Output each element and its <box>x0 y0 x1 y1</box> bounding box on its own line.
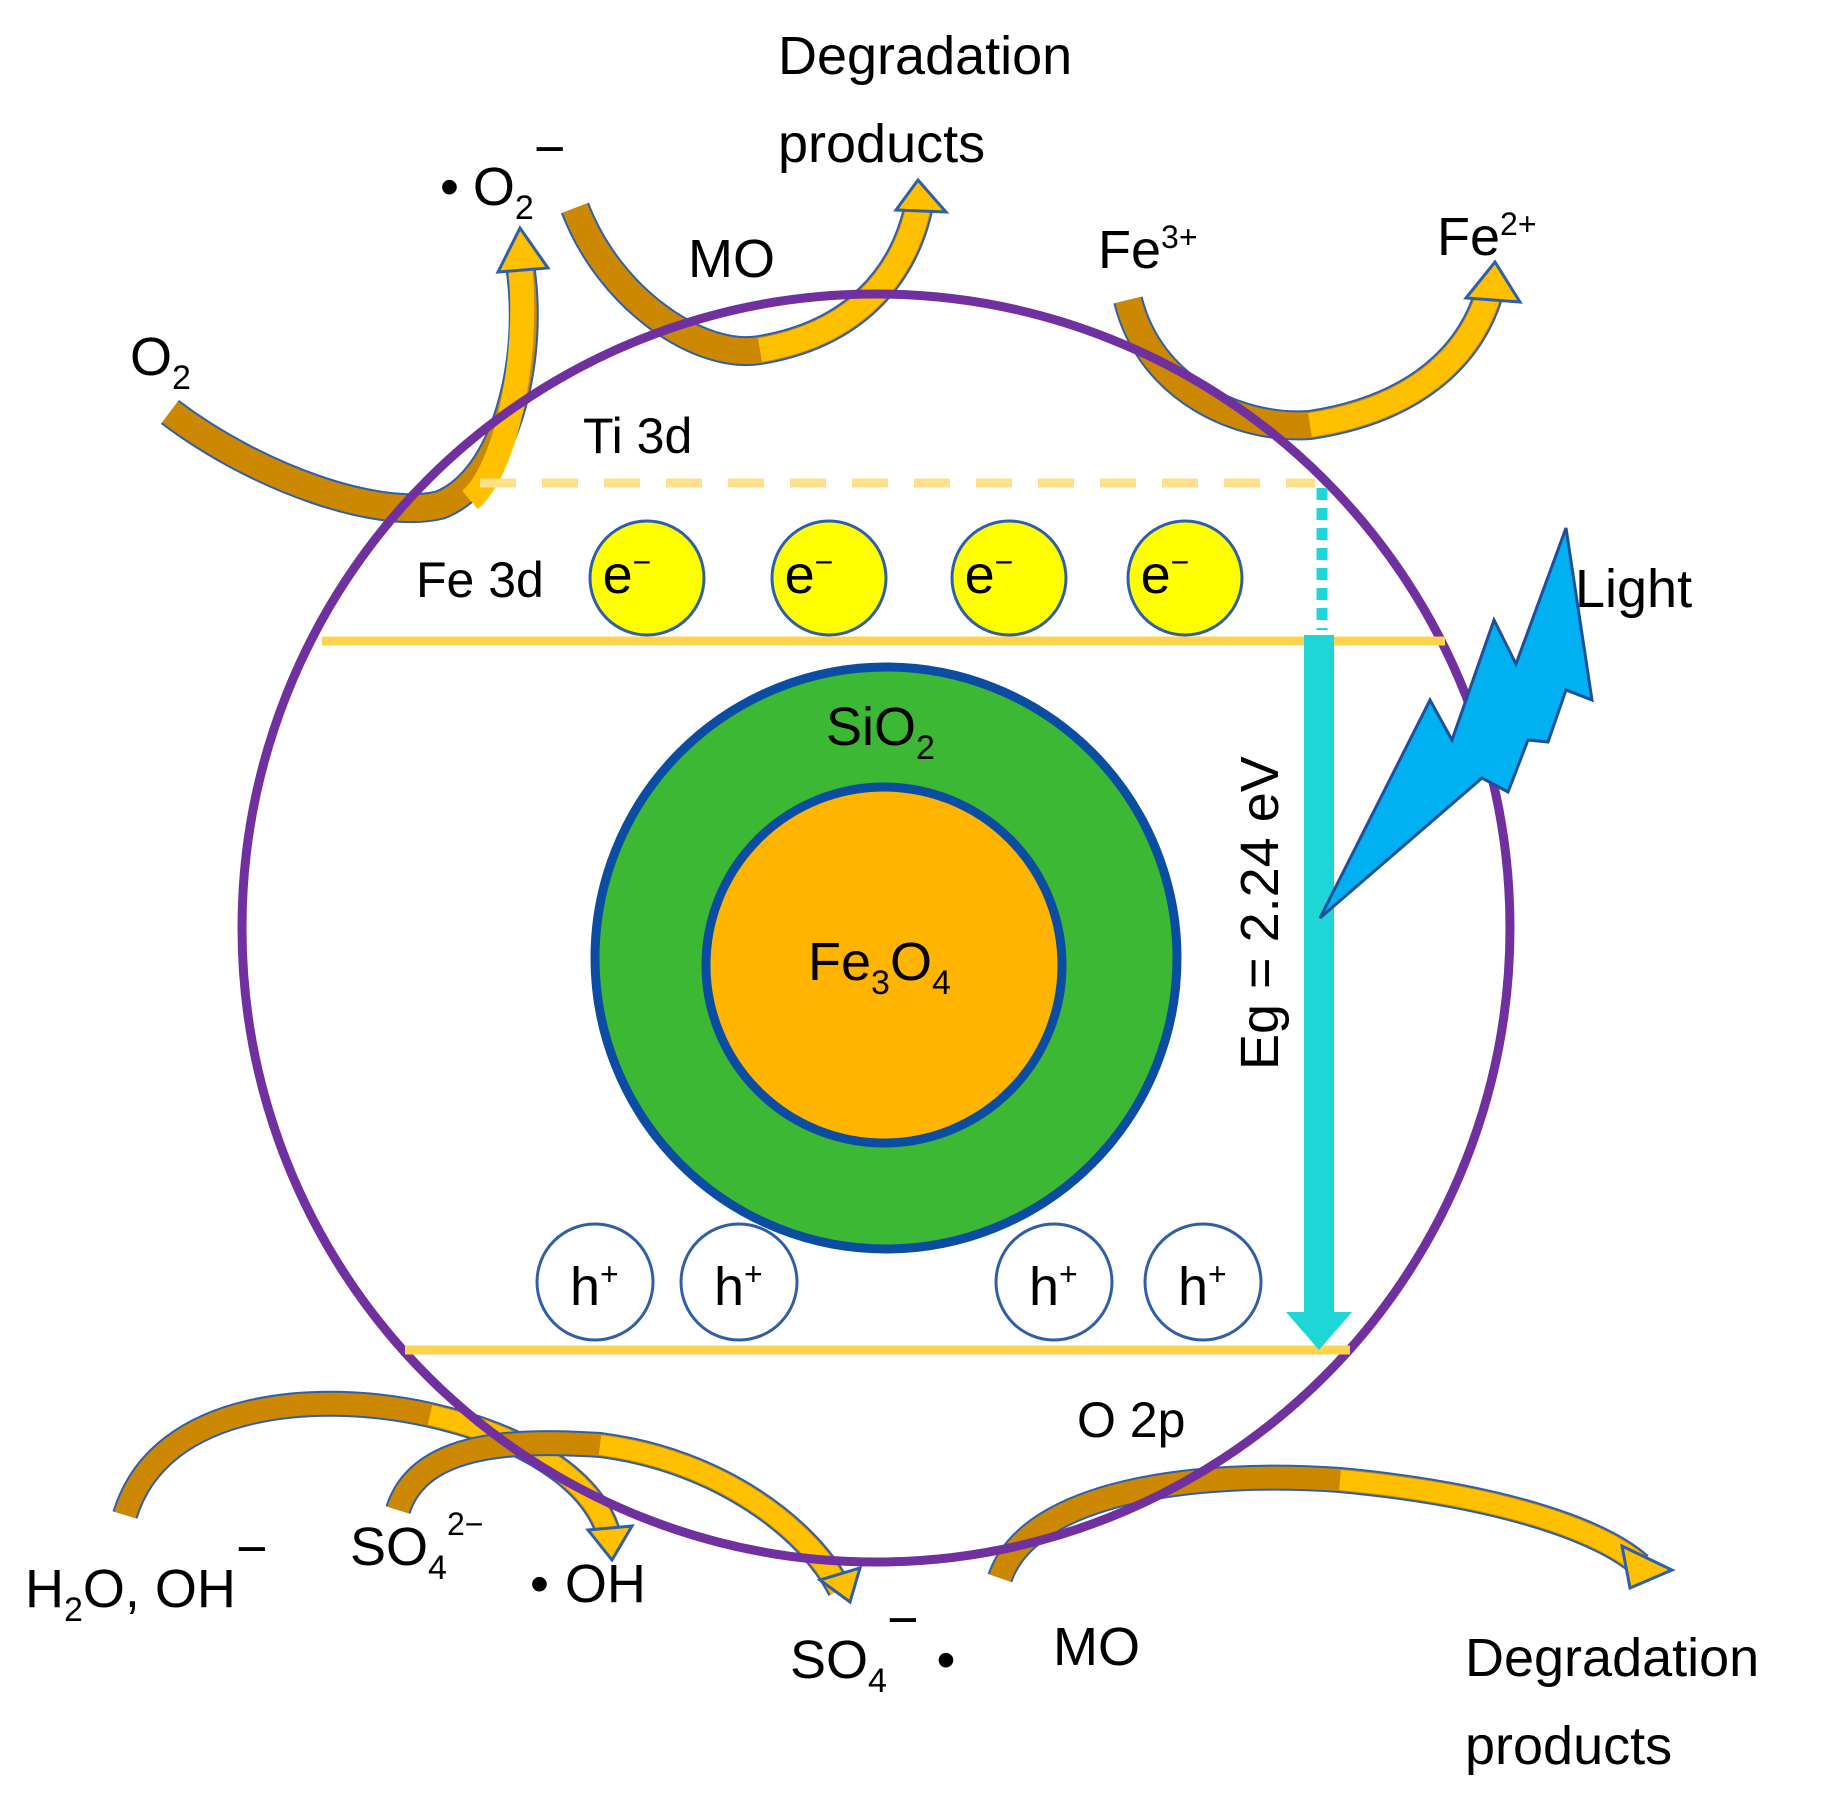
degradation-top-line1: Degradation <box>778 26 1072 86</box>
hole-3-label: h <box>1029 1257 1059 1317</box>
svg-text:SO4−•: SO4−• <box>790 1590 955 1700</box>
svg-text:SiO2: SiO2 <box>826 697 935 767</box>
svg-text:H2O, OH−: H2O, OH− <box>25 1519 267 1629</box>
fe3-label: Fe <box>1098 220 1161 280</box>
hole-2-label: h <box>714 1257 744 1317</box>
degradation-bottom-line1: Degradation <box>1465 1628 1759 1688</box>
electron-1 <box>588 519 706 637</box>
svg-text:e−: e− <box>785 544 834 605</box>
superoxide-label: O <box>473 157 515 217</box>
svg-text:•O2−: •O2− <box>440 119 565 227</box>
o2-label: O <box>130 327 172 387</box>
light-label: Light <box>1575 559 1692 619</box>
svg-text:h+: h+ <box>1178 1256 1227 1317</box>
light-bolt-icon <box>1318 527 1594 920</box>
fe3o4-core <box>701 782 1067 1148</box>
hole-1-label: h <box>570 1257 600 1317</box>
electron-1-label: e <box>603 545 633 605</box>
hydroxyl-label: OH <box>565 1554 646 1614</box>
hole-4 <box>1143 1222 1263 1342</box>
svg-text:SO42−: SO42− <box>350 1506 483 1587</box>
fe3o4-label: Fe <box>808 932 871 992</box>
fe2-label: Fe <box>1437 207 1500 267</box>
water-label: H <box>25 1559 64 1619</box>
svg-text:e−: e− <box>603 544 652 605</box>
svg-text:Fe2+: Fe2+ <box>1437 206 1537 267</box>
arrow-mo-to-degradation-bottom <box>987 1464 1676 1591</box>
svg-text:e−: e− <box>1141 544 1190 605</box>
degradation-bottom-line2: products <box>1465 1716 1672 1776</box>
o2p-label: O 2p <box>1077 1392 1185 1448</box>
bandgap-arrow <box>1286 635 1352 1350</box>
hydroxyl-dot: • <box>530 1554 549 1614</box>
svg-text:Fe3+: Fe3+ <box>1098 219 1198 280</box>
arrow-o2-to-superoxide <box>160 225 551 524</box>
arrow-mo-to-degradation-top <box>560 177 950 367</box>
electron-2-label: e <box>785 545 815 605</box>
sulfate-radical-label: SO <box>790 1630 868 1690</box>
mo-top-label: MO <box>688 229 775 289</box>
hole-1 <box>535 1222 655 1342</box>
hole-4-label: h <box>1178 1257 1208 1317</box>
sulfate-radical-dot: • <box>937 1630 956 1690</box>
svg-text:h+: h+ <box>714 1256 763 1317</box>
arrow-sulfate-to-sulfate-radical <box>385 1430 863 1605</box>
svg-text:e−: e− <box>965 544 1014 605</box>
hole-2 <box>679 1222 799 1342</box>
hole-3 <box>994 1222 1114 1342</box>
bandgap-label: Eg = 2.24 eV <box>1230 756 1290 1070</box>
electron-3 <box>950 519 1068 637</box>
fe3d-label: Fe 3d <box>416 552 544 608</box>
ti3d-label: Ti 3d <box>583 408 692 464</box>
svg-text:h+: h+ <box>1029 1256 1078 1317</box>
svg-text:O2: O2 <box>130 327 191 397</box>
superoxide-dot: • <box>440 157 459 217</box>
sio2-label: SiO <box>826 697 916 757</box>
electron-2 <box>770 519 888 637</box>
svg-text:•OH: • OH <box>530 1554 646 1614</box>
mo-bottom-label: MO <box>1053 1617 1140 1677</box>
electron-4 <box>1126 519 1244 637</box>
electron-4-label: e <box>1141 545 1171 605</box>
particle-outline <box>237 289 1515 1567</box>
sulfate-label: SO <box>350 1517 428 1577</box>
svg-text:Fe3O4: Fe3O4 <box>808 932 951 1002</box>
svg-text:h+: h+ <box>570 1256 619 1317</box>
arrow-fe3-to-fe2 <box>1113 259 1523 441</box>
electron-3-label: e <box>965 545 995 605</box>
degradation-top-line2: products <box>778 114 985 174</box>
